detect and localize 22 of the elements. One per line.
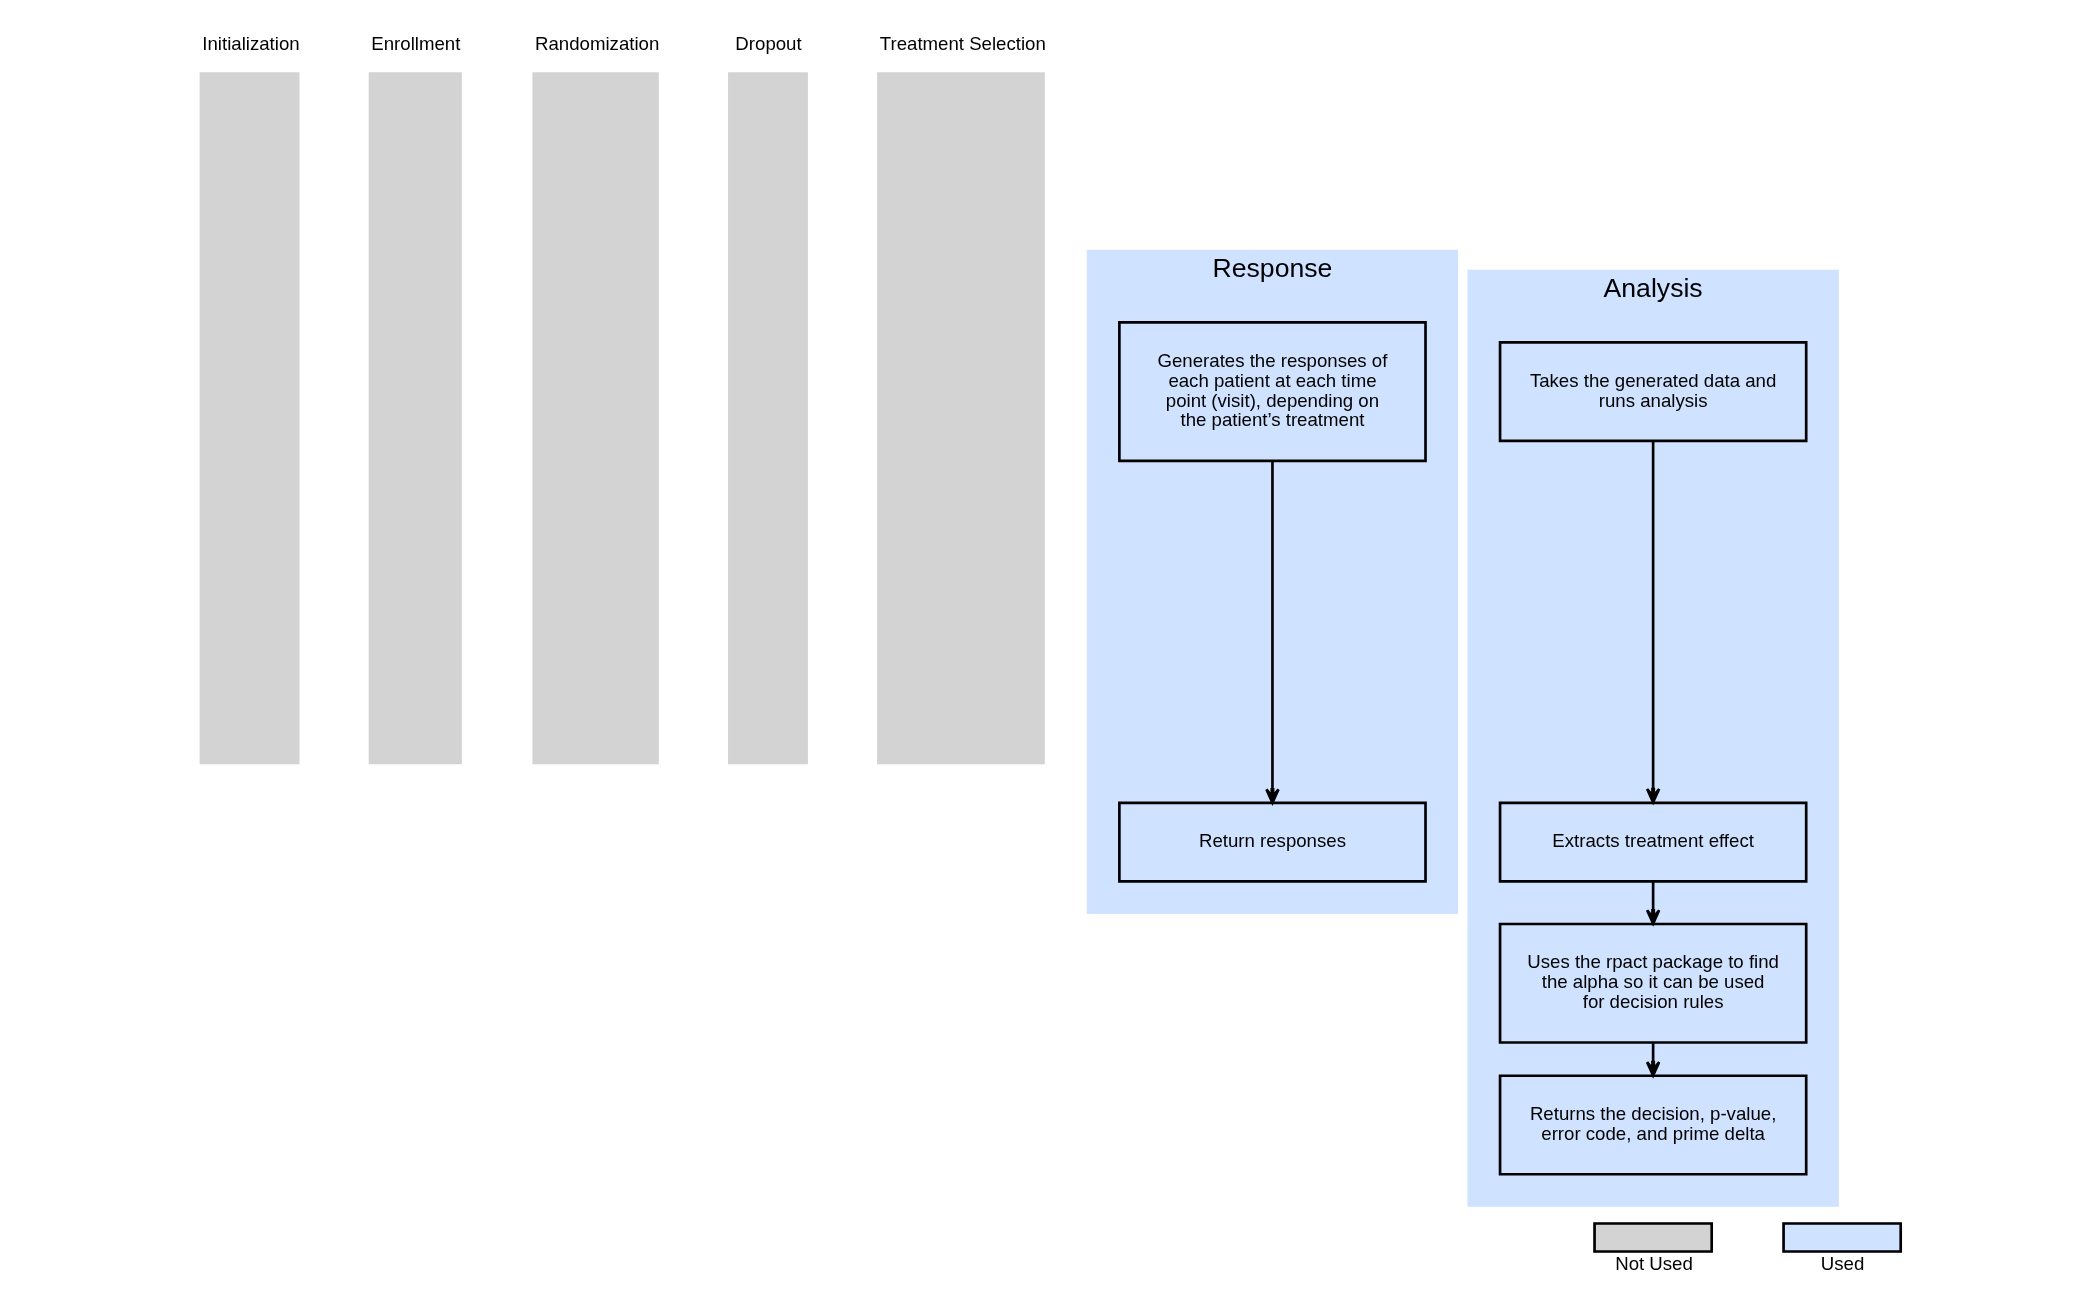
node-box xyxy=(368,72,462,765)
arrow xyxy=(1645,1042,1660,1077)
node-label: Treatment Selection xyxy=(879,33,1046,55)
node-label: Enrollment xyxy=(370,33,460,55)
node-box xyxy=(199,72,299,765)
node-box xyxy=(876,72,1045,765)
node-box: Takes the generated data and runs analysis xyxy=(1498,341,1807,443)
legend-label: Not Used xyxy=(1614,1253,1693,1275)
node-box: Return responses xyxy=(1117,801,1427,883)
node-box: Returns the decision, p-value, error code, and prime delta xyxy=(1498,1074,1807,1176)
node-box xyxy=(531,72,659,765)
node-box xyxy=(727,72,808,765)
node-box: Uses the rpact package to find the alpha so it can be used for decision rules xyxy=(1498,922,1807,1044)
node-box: Generates the responses of each patient at each time point (visit), depending on the patient’s treatment xyxy=(1117,321,1427,463)
node-box: Extracts treatment effect xyxy=(1498,801,1807,883)
arrow xyxy=(1645,440,1660,804)
arrow xyxy=(1264,460,1280,804)
node-label: Initialization xyxy=(201,33,300,55)
node-label: Randomization xyxy=(534,33,659,55)
arrow xyxy=(1645,881,1660,925)
legend-label: Used xyxy=(1820,1253,1864,1275)
node-label: Dropout xyxy=(734,33,802,55)
